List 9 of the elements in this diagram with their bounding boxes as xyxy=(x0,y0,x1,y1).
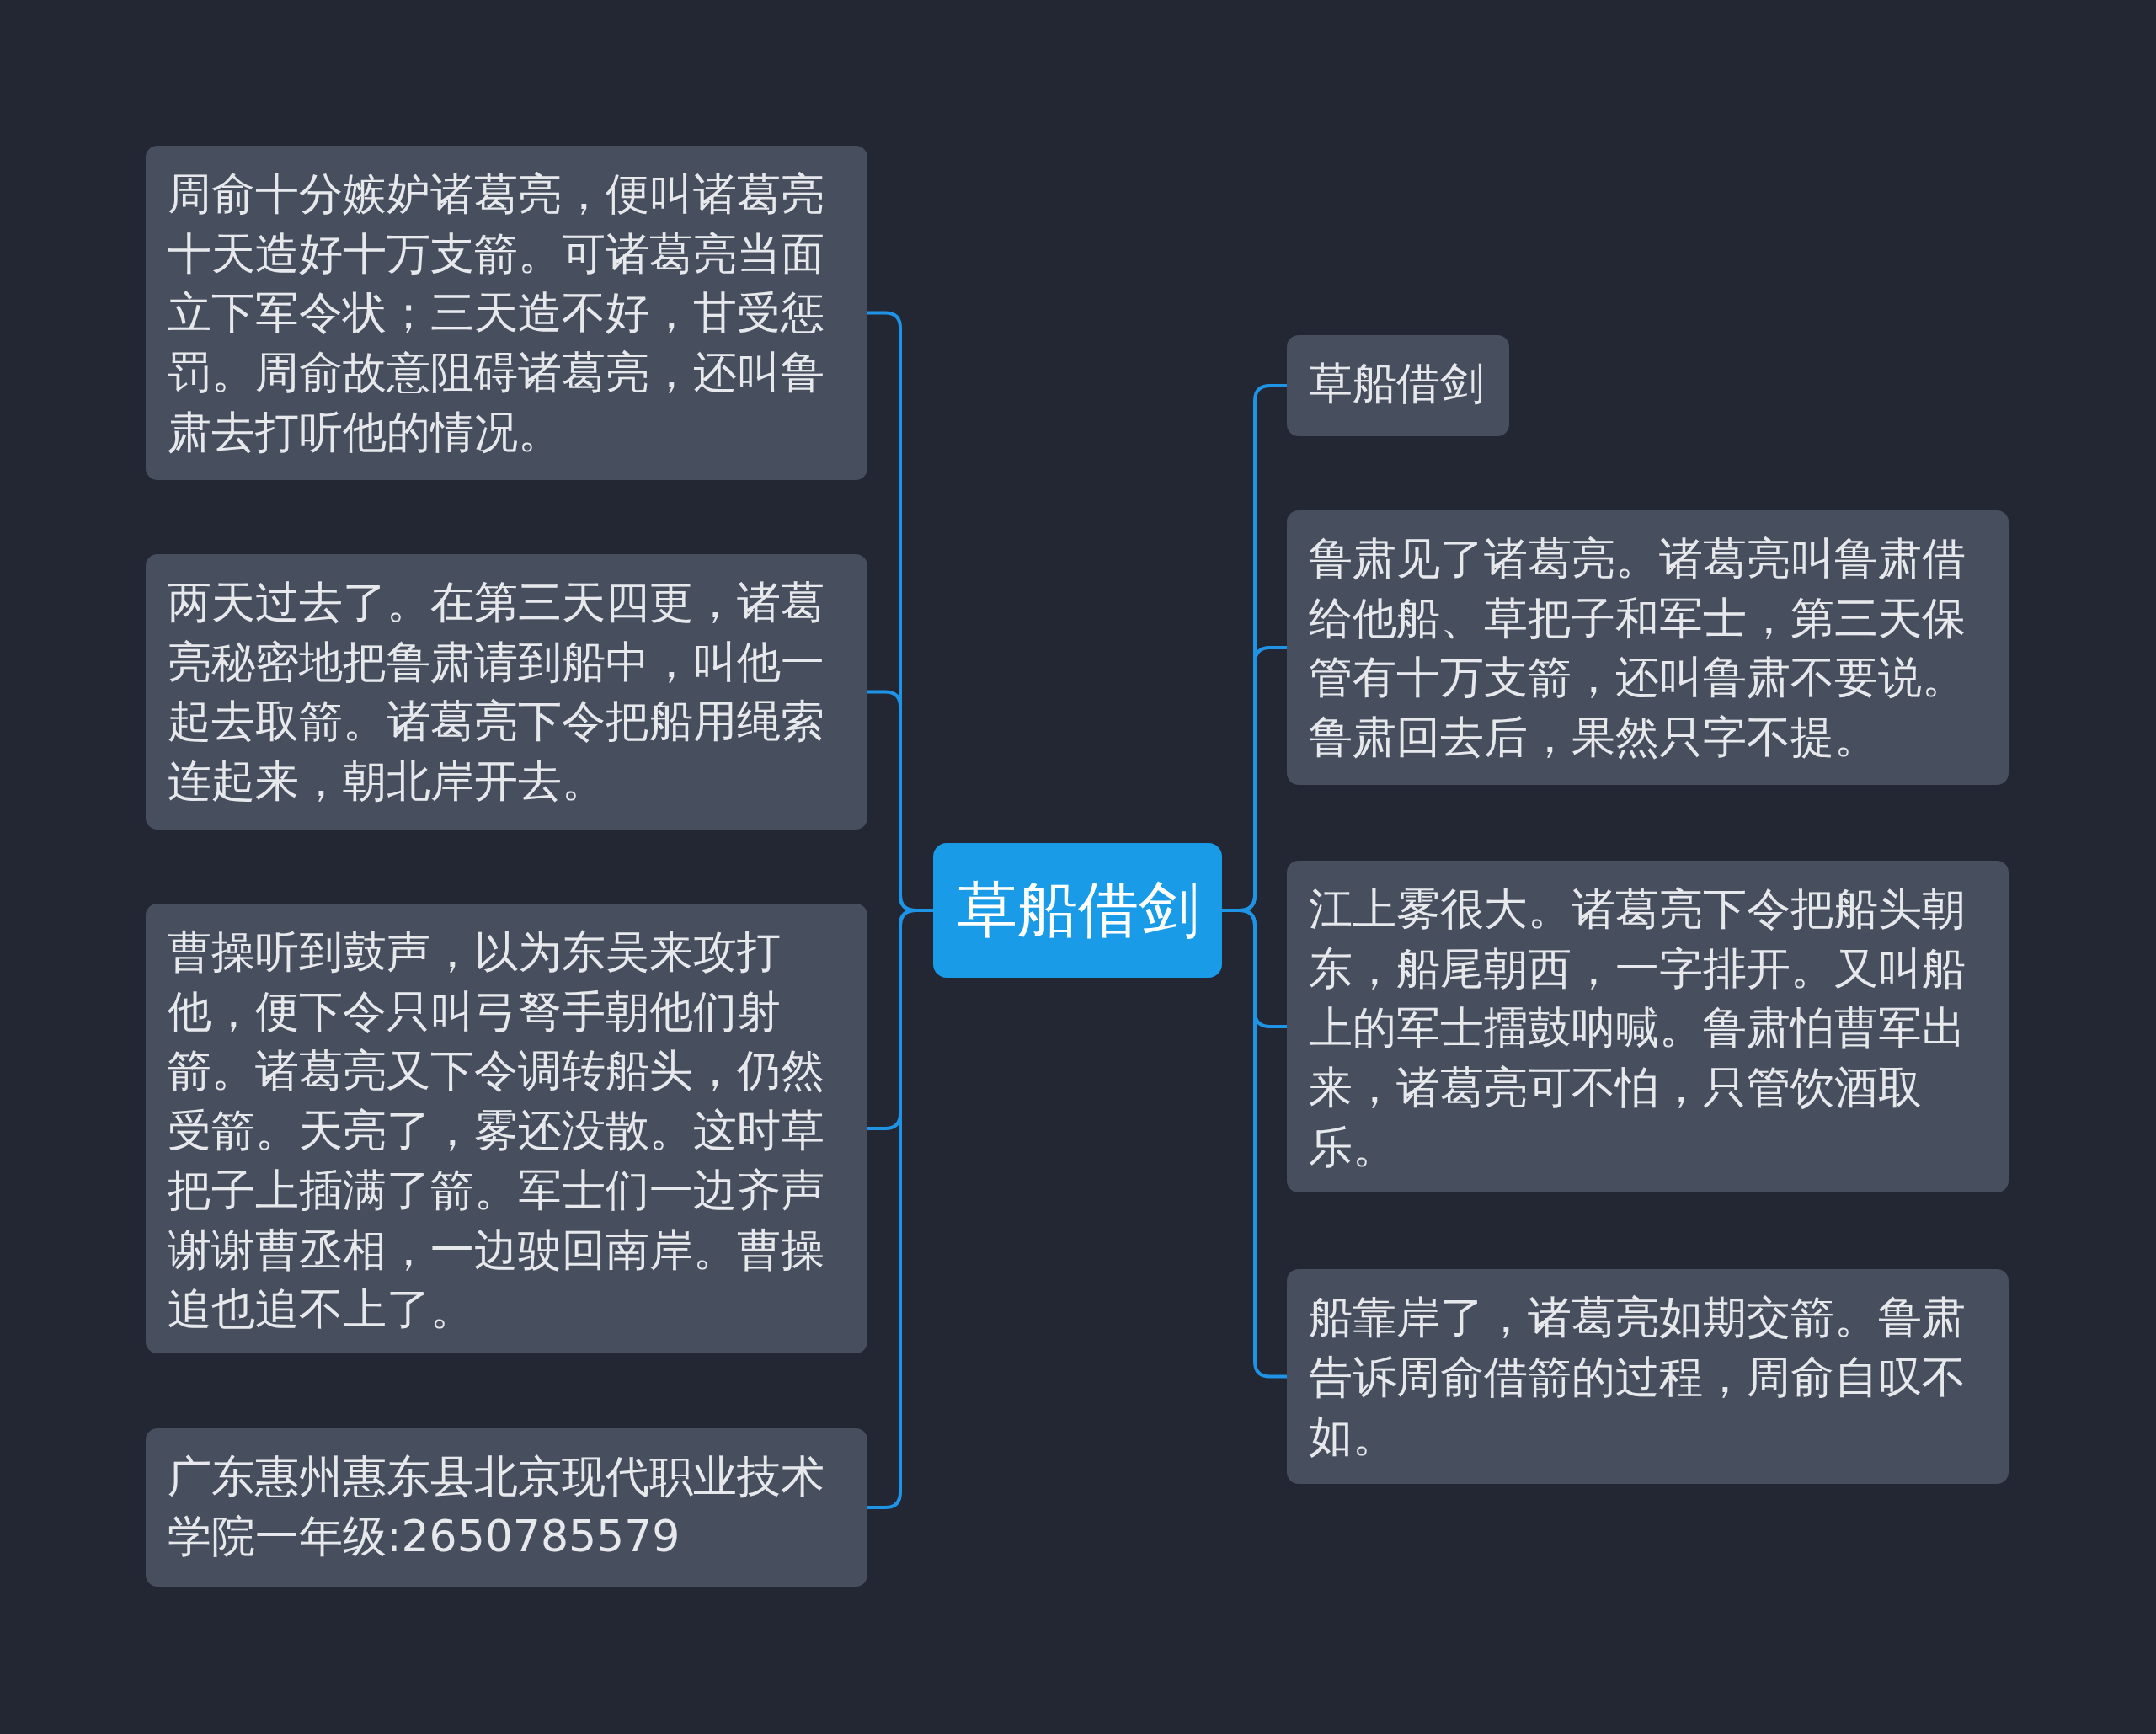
topic-box: 两天过去了。在第三天四更，诸葛亮秘密地把鲁肃请到船中，叫他一起去取箭。诸葛亮下令把船用绳索连起来，朝北岸开去。 xyxy=(146,554,867,830)
topic-box: 曹操听到鼓声，以为东吴来攻打他，便下令只叫弓弩手朝他们射箭。诸葛亮又下令调转船头，仍然受箭。天亮了，雾还没散。这时草把子上插满了箭。军士们一边齐声谢谢曹丞相，一边驶回南岸。曹操追也追不上了。 xyxy=(146,904,867,1353)
topic-box: 广东惠州惠东县北京现代职业技术学院一年级:2650785579 xyxy=(146,1428,867,1587)
central-topic-box: 草船借剑 xyxy=(933,843,1222,978)
topic-box: 船靠岸了，诸葛亮如期交箭。鲁肃告诉周俞借箭的过程，周俞自叹不如。 xyxy=(1287,1269,2009,1484)
topic-box: 江上雾很大。诸葛亮下令把船头朝东，船尾朝西，一字排开。又叫船上的军士擂鼓呐喊。鲁肃怕曹军出来，诸葛亮可不怕，只管饮酒取乐。 xyxy=(1287,861,2009,1192)
topic-box: 草船借剑 xyxy=(1287,335,1509,436)
topic-box: 周俞十分嫉妒诸葛亮，便叫诸葛亮十天造好十万支箭。可诸葛亮当面立下军令状；三天造不好，甘受惩罚。周俞故意阻碍诸葛亮，还叫鲁肃去打听他的情况。 xyxy=(146,146,867,480)
topic-box: 鲁肃见了诸葛亮。诸葛亮叫鲁肃借给他船、草把子和军士，第三天保管有十万支箭，还叫鲁肃不要说。鲁肃回去后，果然只字不提。 xyxy=(1287,510,2009,785)
